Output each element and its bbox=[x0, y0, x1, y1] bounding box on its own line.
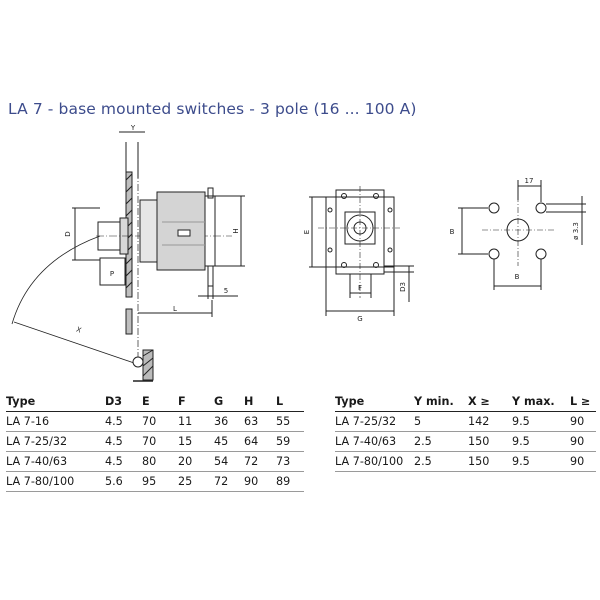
cell-y-max: 9.5 bbox=[512, 411, 570, 432]
label-5: 5 bbox=[224, 287, 228, 295]
label-diameter: ø 3.3 bbox=[572, 222, 580, 240]
table-header-row: Type Y min. X ≥ Y max. L ≥ bbox=[335, 391, 596, 412]
cell-type: LA 7-25/32 bbox=[6, 431, 105, 452]
label-b-horizontal: B bbox=[515, 273, 520, 281]
header-l: L ≥ bbox=[570, 391, 596, 412]
mounting-table: Type Y min. X ≥ Y max. L ≥ LA 7-25/32 5 … bbox=[335, 391, 596, 472]
label-d3: D3 bbox=[399, 282, 407, 292]
label-b-vertical: B bbox=[450, 228, 455, 236]
cell-l: 89 bbox=[276, 471, 304, 492]
label-g: G bbox=[357, 315, 362, 323]
table-row: LA 7-80/100 5.6 95 25 72 90 89 bbox=[6, 471, 304, 492]
cell-e: 95 bbox=[142, 471, 178, 492]
cell-h: 90 bbox=[244, 471, 276, 492]
label-l: L bbox=[173, 305, 177, 313]
header-type: Type bbox=[335, 391, 414, 412]
cell-type: LA 7-80/100 bbox=[335, 451, 414, 472]
table-row: LA 7-40/63 2.5 150 9.5 90 bbox=[335, 431, 596, 452]
header-h: H bbox=[244, 391, 276, 412]
cell-f: 15 bbox=[178, 431, 214, 452]
table-row: LA 7-25/32 5 142 9.5 90 bbox=[335, 411, 596, 432]
label-d: D bbox=[64, 231, 72, 236]
cell-d3: 4.5 bbox=[105, 451, 142, 472]
cell-d3: 4.5 bbox=[105, 431, 142, 452]
cell-type: LA 7-25/32 bbox=[335, 411, 414, 432]
header-x: X ≥ bbox=[468, 391, 512, 412]
header-type: Type bbox=[6, 391, 105, 412]
label-p: P bbox=[110, 270, 114, 278]
cell-l: 73 bbox=[276, 451, 304, 472]
cell-g: 54 bbox=[214, 451, 244, 472]
cell-y-max: 9.5 bbox=[512, 451, 570, 472]
header-g: G bbox=[214, 391, 244, 412]
cell-type: LA 7-16 bbox=[6, 411, 105, 432]
cell-y-min: 2.5 bbox=[414, 451, 468, 472]
cell-x: 142 bbox=[468, 411, 512, 432]
table-row: LA 7-25/32 4.5 70 15 45 64 59 bbox=[6, 431, 304, 452]
cell-g: 72 bbox=[214, 471, 244, 492]
cell-type: LA 7-40/63 bbox=[6, 451, 105, 472]
header-y-max: Y max. bbox=[512, 391, 570, 412]
cell-l: 90 bbox=[570, 431, 596, 452]
cell-y-max: 9.5 bbox=[512, 431, 570, 452]
cell-type: LA 7-40/63 bbox=[335, 431, 414, 452]
cell-h: 63 bbox=[244, 411, 276, 432]
cell-x: 150 bbox=[468, 431, 512, 452]
cell-e: 70 bbox=[142, 431, 178, 452]
cell-l: 90 bbox=[570, 411, 596, 432]
label-17: 17 bbox=[525, 177, 534, 185]
label-y: Y bbox=[130, 124, 136, 132]
cell-l: 55 bbox=[276, 411, 304, 432]
cell-g: 45 bbox=[214, 431, 244, 452]
dimensions-table: Type D3 E F G H L LA 7-16 4.5 70 11 36 6… bbox=[6, 391, 304, 492]
header-l: L bbox=[276, 391, 304, 412]
cell-h: 72 bbox=[244, 451, 276, 472]
cell-y-min: 2.5 bbox=[414, 431, 468, 452]
header-y-min: Y min. bbox=[414, 391, 468, 412]
technical-drawing: Y D P X L H 5 E F G D3 17 B B ø 3.3 bbox=[11, 124, 586, 382]
drilling-pattern bbox=[458, 180, 586, 290]
cell-e: 70 bbox=[142, 411, 178, 432]
cell-type: LA 7-80/100 bbox=[6, 471, 105, 492]
table-row: LA 7-16 4.5 70 11 36 63 55 bbox=[6, 411, 304, 432]
cell-y-min: 5 bbox=[414, 411, 468, 432]
cell-e: 80 bbox=[142, 451, 178, 472]
table-header-row: Type D3 E F G H L bbox=[6, 391, 304, 412]
header-d3: D3 bbox=[105, 391, 142, 412]
table-row: LA 7-40/63 4.5 80 20 54 72 73 bbox=[6, 451, 304, 472]
cell-l: 90 bbox=[570, 451, 596, 472]
label-f: F bbox=[358, 284, 362, 292]
cell-g: 36 bbox=[214, 411, 244, 432]
cell-f: 25 bbox=[178, 471, 214, 492]
front-view bbox=[309, 186, 414, 316]
label-e: E bbox=[303, 230, 311, 234]
cell-f: 20 bbox=[178, 451, 214, 472]
cell-d3: 4.5 bbox=[105, 411, 142, 432]
cell-x: 150 bbox=[468, 451, 512, 472]
cell-d3: 5.6 bbox=[105, 471, 142, 492]
cell-f: 11 bbox=[178, 411, 214, 432]
table-row: LA 7-80/100 2.5 150 9.5 90 bbox=[335, 451, 596, 472]
side-view bbox=[11, 131, 245, 382]
cell-l: 59 bbox=[276, 431, 304, 452]
label-h: H bbox=[232, 228, 240, 233]
page-title: LA 7 - base mounted switches - 3 pole (1… bbox=[8, 100, 417, 118]
label-x: X bbox=[75, 326, 82, 335]
cell-h: 64 bbox=[244, 431, 276, 452]
header-f: F bbox=[178, 391, 214, 412]
header-e: E bbox=[142, 391, 178, 412]
